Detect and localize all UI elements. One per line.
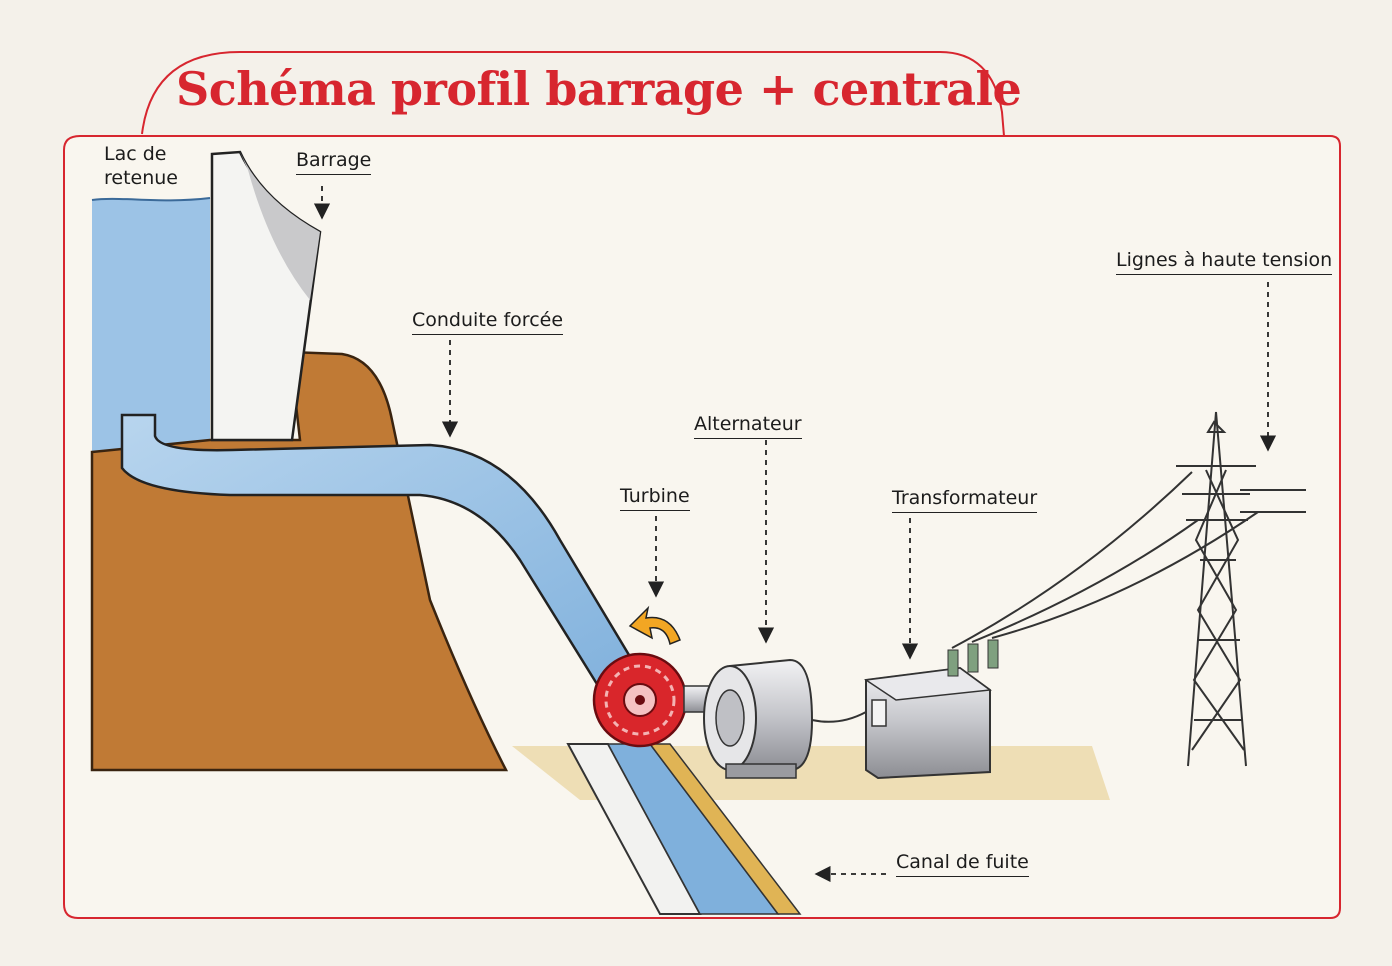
turbine-wheel <box>592 652 688 748</box>
label-lac-line2: retenue <box>104 167 178 189</box>
label-canal-de-fuite: Canal de fuite <box>896 850 1029 877</box>
lake-water <box>92 198 210 452</box>
label-transformateur: Transformateur <box>892 486 1038 513</box>
penstock-pipe <box>120 413 652 707</box>
page-title: Schéma profil barrage + centrale <box>176 62 1022 116</box>
label-turbine: Turbine <box>620 484 690 511</box>
label-alternateur: Alternateur <box>694 412 802 439</box>
pylon-icon <box>1176 411 1256 767</box>
power-lines <box>951 471 1306 649</box>
label-conduite-forcee: Conduite forcée <box>412 308 564 335</box>
alternator <box>703 658 814 779</box>
rotation-arrow-icon <box>628 605 681 646</box>
label-barrage: Barrage <box>296 148 372 175</box>
leader-arrows <box>313 186 1277 883</box>
label-lac-line1: Lac de <box>104 143 167 165</box>
label-lignes-haute-tension: Lignes à haute tension <box>1116 248 1333 275</box>
transformer <box>863 639 999 780</box>
title-tab <box>141 51 1005 137</box>
